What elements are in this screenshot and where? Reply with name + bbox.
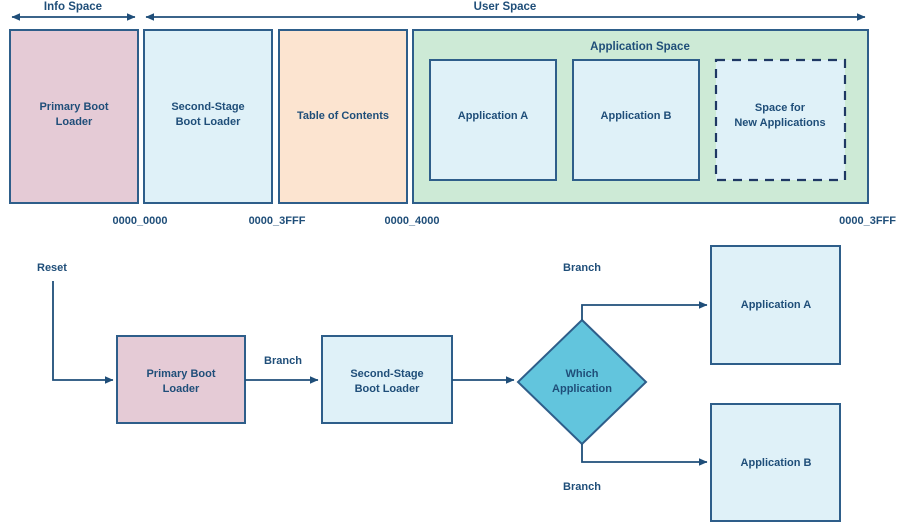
application-a-label: Application A: [458, 110, 529, 122]
application-space-title: Application Space: [590, 41, 690, 53]
flow-primary-boot-loader-label-line1: Primary Boot: [146, 368, 215, 380]
dashed-placeholder-box: [714, 58, 847, 182]
span-arrow-user-space: User Space: [145, 1, 866, 21]
flow-node-which-application[interactable]: Which Application: [516, 318, 648, 446]
reset-label: Reset: [37, 262, 67, 274]
memory-region-second-stage-boot-loader[interactable]: Second-Stage Boot Loader: [143, 29, 273, 204]
branch-label-1: Branch: [264, 355, 302, 367]
flow-primary-boot-loader-label-line2: Loader: [163, 383, 200, 395]
connector-decision-to-application-a: [581, 301, 708, 320]
application-space-child-application-a[interactable]: Application A: [429, 59, 557, 181]
address-label-0000-0000: 0000_0000: [112, 215, 167, 227]
flow-which-application-label-line1: Which: [566, 368, 599, 380]
connector-reset-to-primary-boot-loader: [52, 281, 114, 384]
flow-second-stage-label-line2: Boot Loader: [355, 383, 420, 395]
memory-region-primary-boot-loader[interactable]: Primary Boot Loader: [9, 29, 139, 204]
space-for-new-applications-label-line1: Space for: [755, 102, 806, 114]
connector-decision-to-application-b: [581, 444, 708, 466]
flow-node-application-a[interactable]: Application A: [710, 245, 841, 365]
branch-label-3: Branch: [563, 481, 601, 493]
flow-node-application-b[interactable]: Application B: [710, 403, 841, 522]
flow-which-application-label-line2: Application: [552, 383, 612, 395]
space-for-new-applications-label-line2: New Applications: [734, 117, 825, 129]
memory-region-label-line1: Second-Stage: [171, 101, 244, 113]
address-label-0000-3fff-info: 0000_3FFF: [249, 215, 306, 227]
flow-application-a-label: Application A: [741, 299, 812, 311]
info-space-label: Info Space: [44, 1, 102, 13]
branch-label-2: Branch: [563, 262, 601, 274]
flow-application-b-label: Application B: [741, 457, 812, 469]
address-label-0000-4000: 0000_4000: [384, 215, 439, 227]
memory-region-label-line1: Table of Contents: [297, 110, 389, 122]
flow-second-stage-label-line1: Second-Stage: [350, 368, 423, 380]
memory-region-table-of-contents[interactable]: Table of Contents: [278, 29, 408, 204]
application-space-child-application-b[interactable]: Application B: [572, 59, 700, 181]
address-label-0000-3fff-user: 0000_3FFF: [839, 215, 896, 227]
user-space-label: User Space: [474, 1, 537, 13]
flow-node-second-stage-boot-loader[interactable]: Second-Stage Boot Loader: [321, 335, 453, 424]
application-space-child-space-for-new-applications[interactable]: Space for New Applications: [714, 58, 847, 182]
memory-region-label-line1: Primary Boot: [39, 101, 108, 113]
application-b-label: Application B: [601, 110, 672, 122]
memory-region-label-line2: Loader: [56, 116, 93, 128]
memory-region-label-line2: Boot Loader: [176, 116, 241, 128]
flow-node-primary-boot-loader[interactable]: Primary Boot Loader: [116, 335, 246, 424]
span-arrow-info-space: Info Space: [11, 1, 136, 21]
